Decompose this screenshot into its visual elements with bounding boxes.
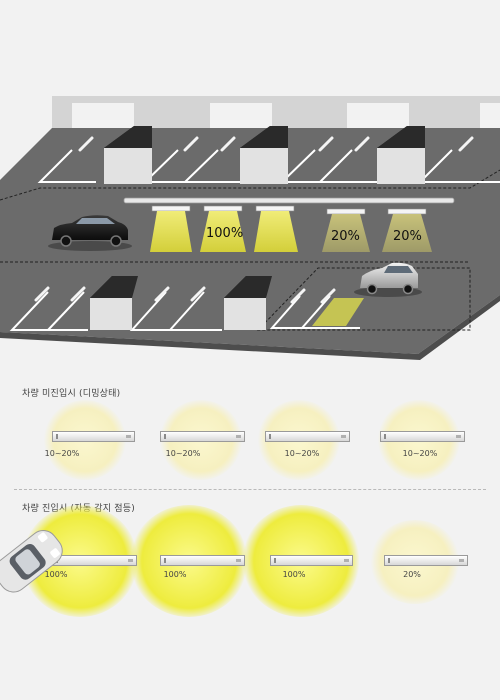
entry-lamp-2-label: 100% <box>163 570 187 579</box>
entry-lamp-1-label: 100% <box>44 570 68 579</box>
bottom-parking-stalls <box>9 291 360 331</box>
dim-lamp-1 <box>52 431 135 442</box>
bottom-pillars <box>90 276 272 330</box>
driving-lane <box>0 169 500 331</box>
dark-sedan-car <box>48 215 132 251</box>
dim-lamp-2 <box>160 431 245 442</box>
entry-lamp-2 <box>160 555 245 566</box>
stall-sensor-lamps-bottom <box>34 286 336 304</box>
dim-lamp-1-label: 10~20% <box>44 449 80 458</box>
dim-lamp-3 <box>265 431 350 442</box>
entry-lamp-4 <box>384 555 468 566</box>
zone-label-dim-2: 20% <box>393 229 422 244</box>
light-cones <box>150 205 432 252</box>
silver-car-entering <box>354 262 422 297</box>
lit-parking-stall <box>312 298 364 326</box>
dim-lamp-4-label: 10~20% <box>402 449 438 458</box>
dim-lamp-2-label: 10~20% <box>165 449 201 458</box>
ceiling-light-bar <box>123 197 455 204</box>
parking-garage-illustration: 100% 20% 20% <box>0 96 500 360</box>
entry-lamp-3-label: 100% <box>282 570 306 579</box>
zone-label-dim-1: 20% <box>331 229 360 244</box>
dimming-section-title: 차량 미진입시 (디밍상태) <box>22 389 121 399</box>
top-pillars <box>104 126 425 184</box>
car-top-view <box>0 530 63 593</box>
entry-lamp-4-label: 20% <box>403 570 421 579</box>
stall-sensor-lamps-top <box>78 136 474 152</box>
zone-label-full: 100% <box>206 226 243 241</box>
dim-lamp-3-label: 10~20% <box>284 449 320 458</box>
back-wall <box>52 96 500 128</box>
section-divider <box>14 489 486 490</box>
dim-lamp-4 <box>380 431 465 442</box>
entry-lamp-3 <box>270 555 353 566</box>
